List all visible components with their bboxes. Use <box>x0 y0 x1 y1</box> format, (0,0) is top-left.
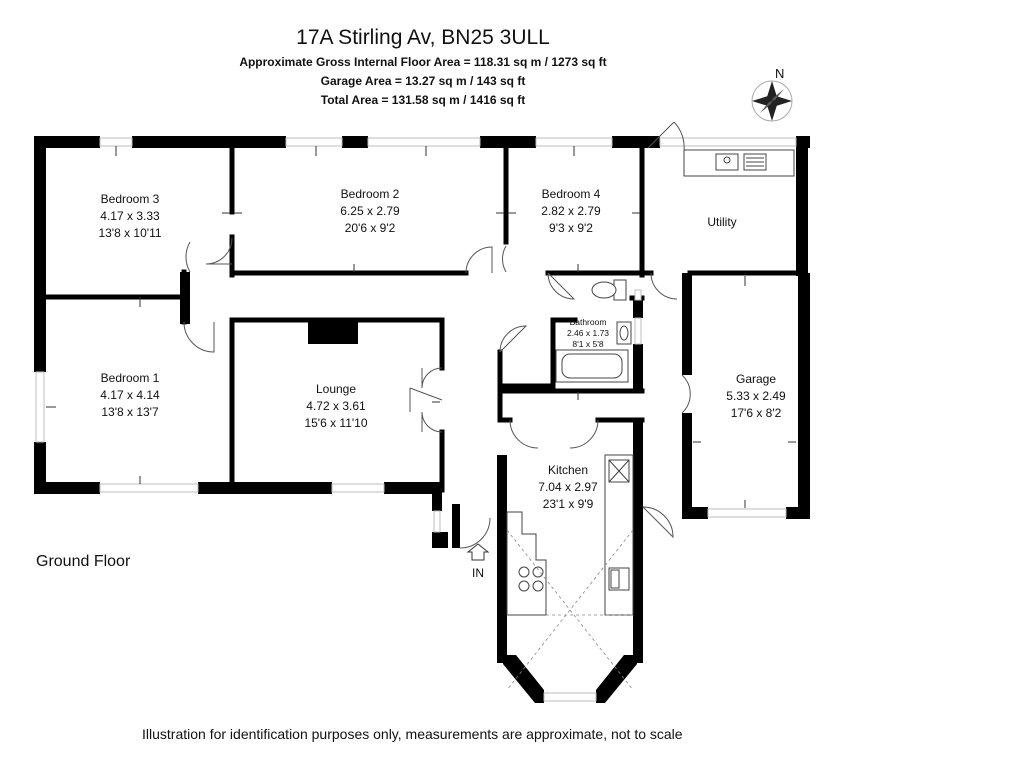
compass-north-label: N <box>775 66 785 81</box>
entrance-label: IN <box>472 566 484 580</box>
room-name: Lounge <box>315 382 357 396</box>
room-imperial: 15'6 x 11'10 <box>304 416 368 430</box>
property-title: 17A Stirling Av, BN25 3ULL <box>296 26 550 49</box>
room-imperial: 13'8 x 10'11 <box>98 226 162 240</box>
floor-label: Ground Floor <box>36 553 131 570</box>
room-utility: Utility <box>692 214 752 231</box>
radiator-markers <box>46 146 796 508</box>
windows <box>35 137 797 702</box>
room-imperial: 8'1 x 5'8 <box>572 339 604 349</box>
room-imperial: 23'1 x 9'9 <box>542 497 594 511</box>
room-imperial: 17'6 x 8'2 <box>730 406 782 420</box>
room-bedroom-1: Bedroom 1 4.17 x 4.14 13'8 x 13'7 <box>82 370 178 421</box>
room-garage: Garage 5.33 x 2.49 17'6 x 8'2 <box>710 371 802 422</box>
room-metric: 2.46 x 1.73 <box>566 328 610 338</box>
kitchen-bay-lines <box>506 529 634 691</box>
room-imperial: 20'6 x 9'2 <box>344 221 396 235</box>
room-imperial: 13'8 x 13'7 <box>101 405 159 419</box>
room-metric: 4.72 x 3.61 <box>306 399 366 413</box>
room-name: Bathroom <box>569 317 607 327</box>
room-name: Kitchen <box>547 463 589 477</box>
room-metric: 5.33 x 2.49 <box>726 389 786 403</box>
compass-rose-icon <box>751 80 793 122</box>
room-metric: 6.25 x 2.79 <box>340 204 400 218</box>
fixtures <box>506 149 795 616</box>
room-name: Bedroom 1 <box>100 371 160 385</box>
exterior-walls <box>34 136 810 703</box>
room-kitchen: Kitchen 7.04 x 2.97 23'1 x 9'9 <box>522 462 614 513</box>
room-name: Bedroom 2 <box>340 187 400 201</box>
door-swings <box>183 121 691 549</box>
disclaimer-text: Illustration for identification purposes… <box>142 726 683 742</box>
room-metric: 4.17 x 4.14 <box>100 388 160 402</box>
room-name: Garage <box>735 372 777 386</box>
room-metric: 4.17 x 3.33 <box>100 209 160 223</box>
room-name: Bedroom 3 <box>100 192 160 206</box>
room-metric: 7.04 x 2.97 <box>538 480 598 494</box>
room-lounge: Lounge 4.72 x 3.61 15'6 x 11'10 <box>286 381 386 432</box>
total-area-label: Total Area = 131.58 sq m / 1416 sq ft <box>320 93 526 107</box>
interior-walls <box>35 142 803 493</box>
room-imperial: 9'3 x 9'2 <box>549 221 593 235</box>
gross-area-label: Approximate Gross Internal Floor Area = … <box>239 55 607 69</box>
room-metric: 2.82 x 2.79 <box>541 204 601 218</box>
room-bedroom-2: Bedroom 2 6.25 x 2.79 20'6 x 9'2 <box>320 186 420 237</box>
room-name: Utility <box>707 215 737 229</box>
garage-area-label: Garage Area = 13.27 sq m / 143 sq ft <box>320 74 526 88</box>
room-bedroom-3: Bedroom 3 4.17 x 3.33 13'8 x 10'11 <box>82 191 178 242</box>
room-bedroom-4: Bedroom 4 2.82 x 2.79 9'3 x 9'2 <box>526 186 616 237</box>
room-bathroom: Bathroom 2.46 x 1.73 8'1 x 5'8 <box>560 317 616 350</box>
room-name: Bedroom 4 <box>541 187 601 201</box>
entrance-arrow-icon <box>466 543 490 561</box>
